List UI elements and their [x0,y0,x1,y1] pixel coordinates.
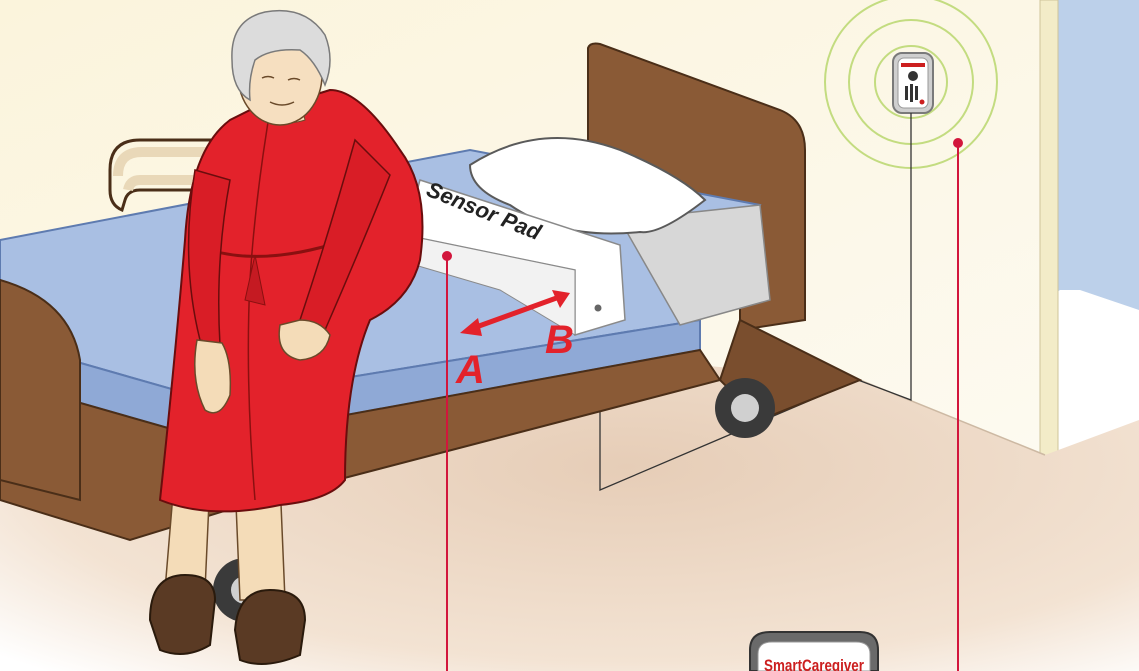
handheld-monitor-icon: SmartCaregiver [750,632,878,671]
handheld-brand-text: SmartCaregiver [764,656,864,671]
marker-a-label: A [455,348,485,392]
marker-b-label: B [545,318,574,362]
wall-monitor-icon [893,53,933,113]
